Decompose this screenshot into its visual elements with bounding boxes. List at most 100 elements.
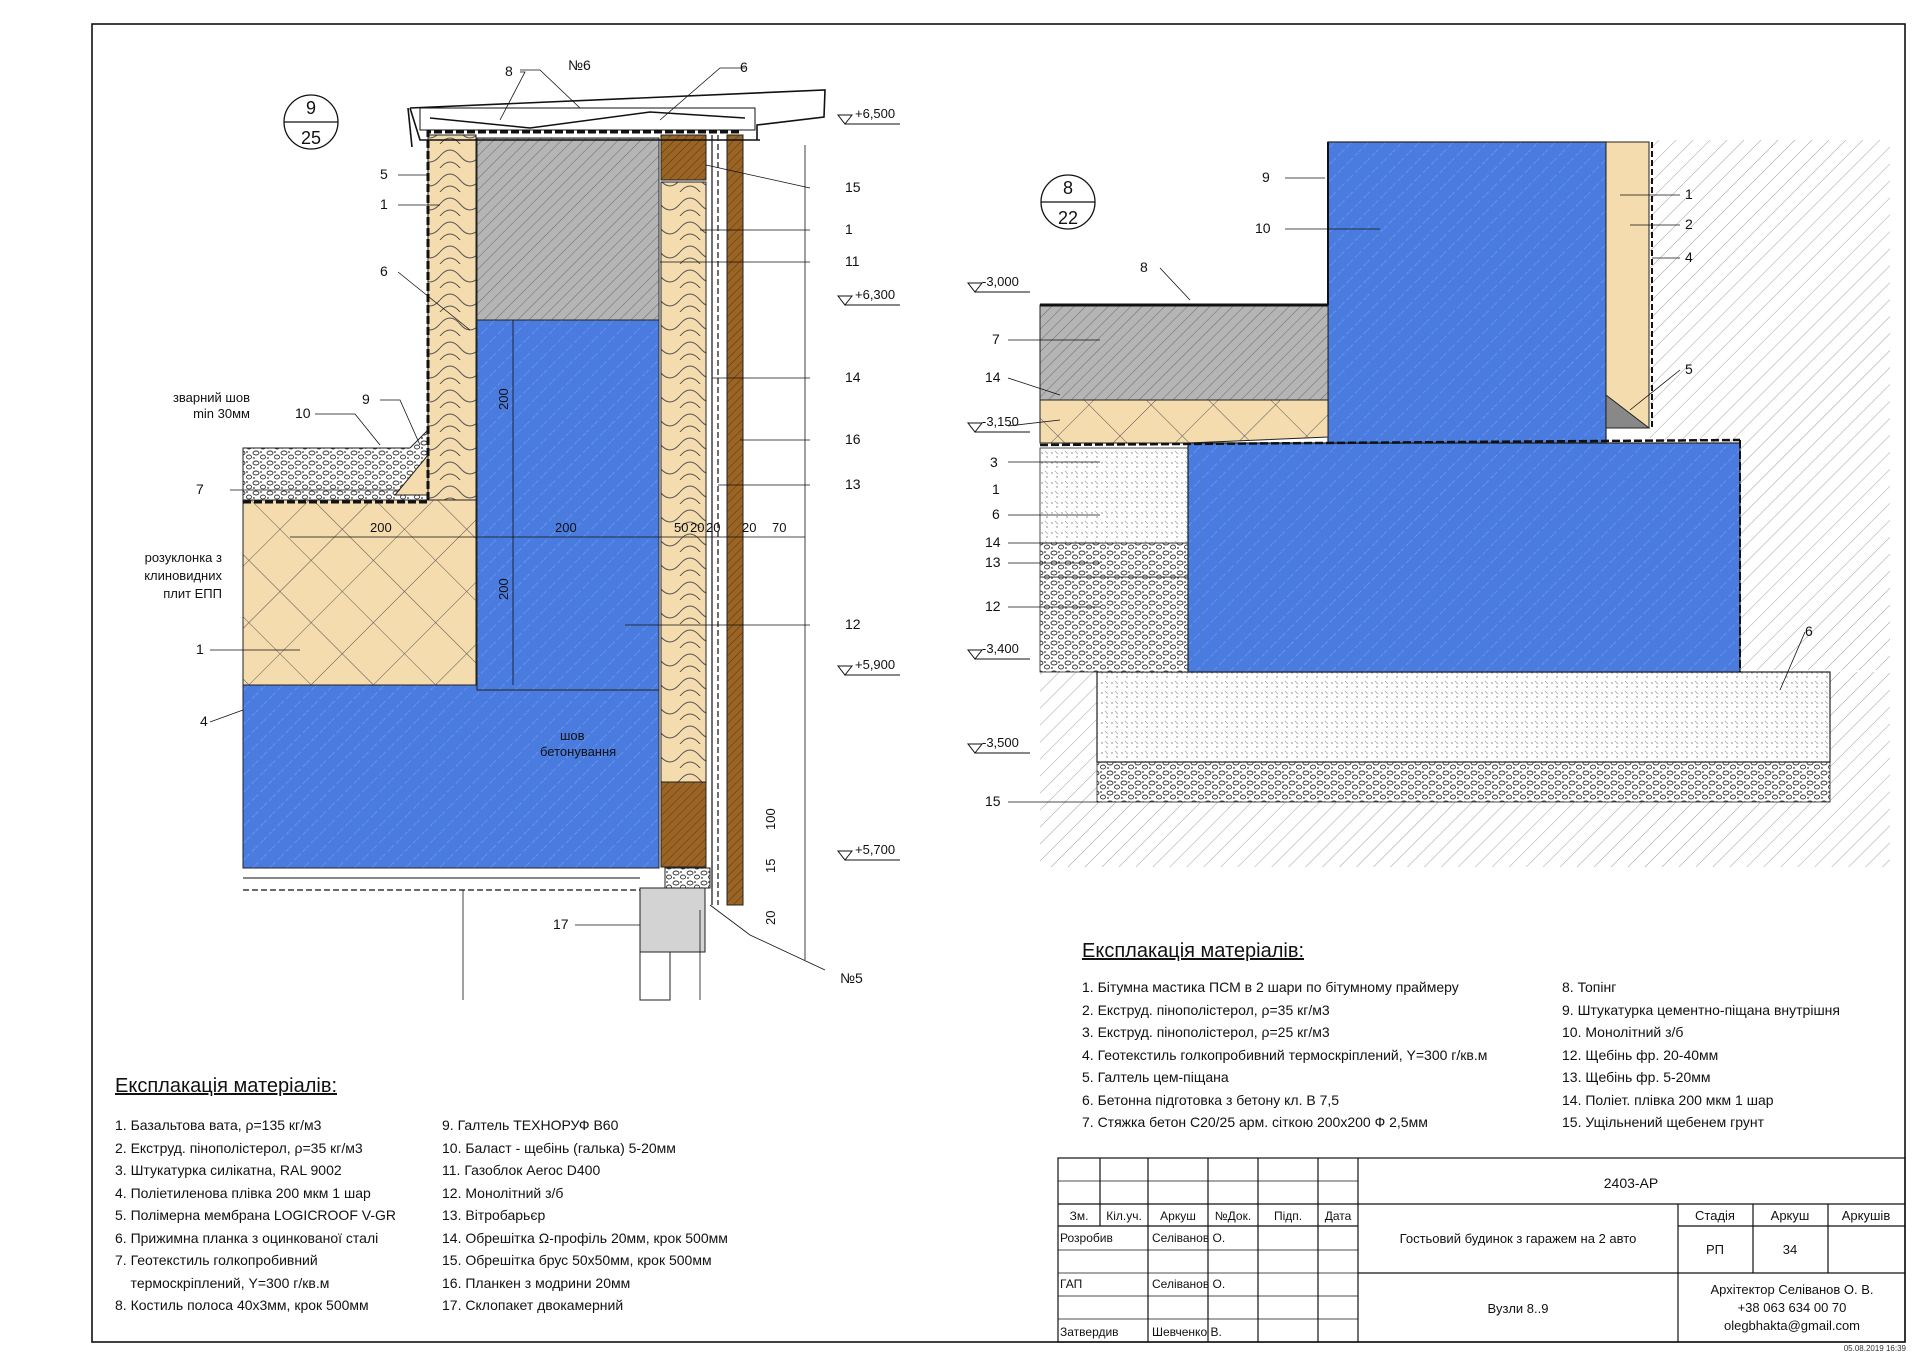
callout: 14 <box>845 369 861 385</box>
level-label: +5,700 <box>855 842 895 857</box>
tb-role: Затвердив <box>1060 1325 1119 1339</box>
legend-right-col2: 8. Топінг 9. Штукатурка цементно-піщана … <box>1562 976 1840 1134</box>
monolith-slab <box>242 684 660 869</box>
note-weld: зварний шов <box>173 390 250 405</box>
section-circle-top: 9 <box>306 98 316 118</box>
window-glazing <box>639 887 706 953</box>
callout: №5 <box>840 970 863 986</box>
level-label: -3,500 <box>982 735 1019 750</box>
section-circle-top: 8 <box>1063 178 1073 198</box>
project-code: 2403-АР <box>1604 1175 1658 1191</box>
callout: 4 <box>200 713 208 729</box>
tb-header: Кіл.уч. <box>1106 1209 1142 1223</box>
membrane <box>243 130 740 504</box>
legend-item: 15. Ущільнений щебенем грунт <box>1562 1114 1765 1130</box>
xps-wall <box>1605 141 1650 429</box>
callout: 16 <box>845 431 861 447</box>
dim-text: 100 <box>763 808 778 830</box>
legend-item: 14. Поліет. плівка 200 мкм 1 шар <box>1562 1091 1774 1108</box>
callout: 9 <box>1262 169 1270 185</box>
note-slope: плит ЕПП <box>163 586 222 601</box>
callout: 15 <box>985 793 1001 809</box>
dim-text: 50 <box>674 520 688 535</box>
legend-item: термоскріплений, Y=300 г/кв.м <box>115 1274 330 1291</box>
legend-title: Експлакація матеріалів: <box>115 1075 338 1097</box>
callout: 17 <box>553 916 569 932</box>
legend-item: 6. Прижимна планка з оцинкованої сталі <box>115 1229 379 1246</box>
legend-item: 14. Обрешітка Ω-профіль 20мм, крок 500мм <box>442 1229 728 1246</box>
callout: 6 <box>992 506 1000 522</box>
coping-flashing <box>407 89 826 148</box>
dim-text: 20 <box>706 520 720 535</box>
callout: 8 <box>505 63 513 79</box>
monolith-wall <box>476 319 660 691</box>
callout: 10 <box>1255 220 1271 236</box>
tb-name: Селіванов О. <box>1152 1277 1225 1291</box>
callout: 5 <box>380 166 388 182</box>
legend-item: 4. Геотекстиль голкопробивний термоскріп… <box>1082 1046 1488 1063</box>
legend-item: 1. Бітумна мастика ПСМ в 2 шари по бітум… <box>1082 979 1459 995</box>
legend-item: 7. Стяжка бетон С20/25 арм. сіткою 200х2… <box>1082 1114 1428 1130</box>
callout: 8 <box>1140 259 1148 275</box>
screed <box>1039 304 1329 401</box>
level-label: +6,300 <box>855 287 895 302</box>
aerated-block <box>476 137 660 321</box>
legend-item: 11. Газоблок Aeroc D400 <box>442 1162 601 1178</box>
legend-item: 4. Поліетиленова плівка 200 мкм 1 шар <box>115 1184 371 1201</box>
level-markers-left <box>836 114 900 861</box>
section-circle-bottom: 25 <box>301 128 321 148</box>
legend-item: 13. Щебінь фр. 5-20мм <box>1562 1069 1711 1085</box>
callout: №6 <box>568 57 591 73</box>
timber-batten-bottom <box>660 781 707 868</box>
sheet-label: Аркуш <box>1771 1208 1810 1223</box>
legend-right-col1: 1. Бітумна мастика ПСМ в 2 шари по бітум… <box>1082 976 1487 1134</box>
dim-text: 20 <box>742 520 756 535</box>
callout: 1 <box>196 641 204 657</box>
dim-text: 20 <box>763 911 778 925</box>
level-label: -3,150 <box>982 414 1019 429</box>
callout: 12 <box>845 616 861 632</box>
concrete-prep <box>1096 671 1831 763</box>
detail-8-22: 8 22 -3,000 -3,150 <box>966 140 1890 867</box>
dim-text: 200 <box>496 578 511 600</box>
callout: 10 <box>295 405 311 421</box>
callout: 14 <box>985 534 1001 550</box>
callout: 3 <box>990 454 998 470</box>
callout: 1 <box>1685 186 1693 202</box>
gravel-5-20 <box>1039 542 1189 578</box>
callout: 1 <box>992 481 1000 497</box>
legend-item: 10. Монолітний з/б <box>1562 1024 1684 1040</box>
legend-item: 5. Полімерна мембрана LOGICROOF V-GR <box>115 1207 396 1223</box>
legend-item: 9. Галтель ТЕХНОРУФ В60 <box>442 1117 619 1133</box>
legend-item: 8. Костиль полоса 40х3мм, крок 500мм <box>115 1297 369 1313</box>
callout: 13 <box>985 554 1001 570</box>
callout: 15 <box>845 179 861 195</box>
note-slope: розуклонка з <box>145 550 222 565</box>
sheet-frame <box>91 23 1906 1343</box>
dim-text: 200 <box>496 388 511 410</box>
larch-cladding <box>726 134 744 906</box>
legend-item: 9. Штукатурка цементно-піщана внутрішня <box>1562 1001 1840 1018</box>
timber-batten-top <box>660 134 707 181</box>
tb-header: Підп. <box>1274 1209 1302 1223</box>
note-seam: шов <box>560 728 585 743</box>
legend-item: 13. Вітробарьєр <box>442 1207 546 1223</box>
concrete-prep-floor <box>1039 447 1189 544</box>
section-circle-bottom: 22 <box>1058 208 1078 228</box>
xps-floor <box>1039 399 1329 444</box>
legend-item: 3. Штукатурка силікатна, RAL 9002 <box>115 1162 342 1178</box>
level-markers-right <box>966 282 1030 754</box>
gravel-20-40 <box>1039 576 1189 673</box>
level-label: -3,400 <box>982 641 1019 656</box>
tb-header: №Док. <box>1215 1209 1251 1223</box>
legend-right: Експлакація матеріалів: <box>1082 940 1304 969</box>
legend-item: 12. Монолітний з/б <box>442 1184 564 1201</box>
tb-header: Дата <box>1325 1209 1352 1223</box>
sheets-label: Аркушів <box>1842 1208 1891 1223</box>
project-name: Гостьовий будинок з гаражем на 2 авто <box>1400 1231 1637 1246</box>
stage-label: Стадія <box>1695 1208 1735 1223</box>
callout: 1 <box>380 196 388 212</box>
dim-text: 200 <box>370 520 392 535</box>
callout: 7 <box>992 331 1000 347</box>
